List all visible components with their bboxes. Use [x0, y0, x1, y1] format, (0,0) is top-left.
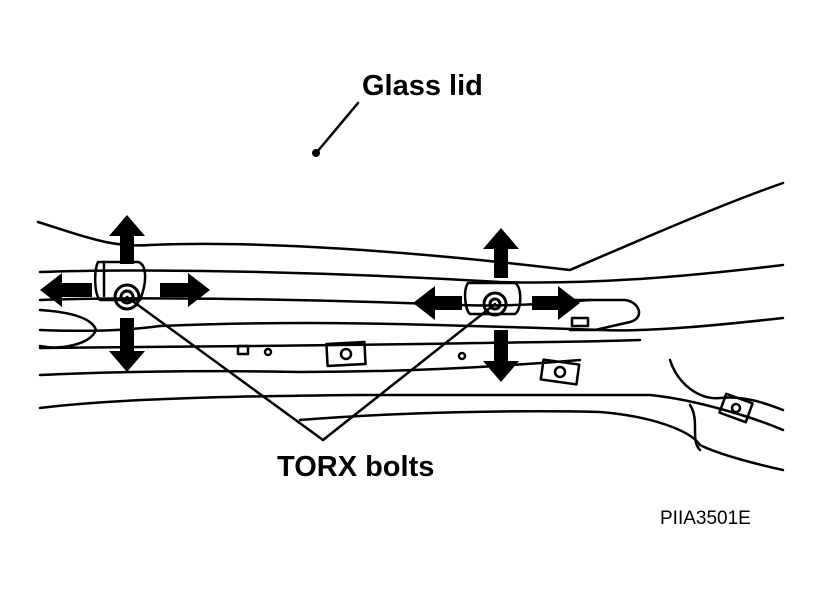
- rail-lower-edge: [38, 316, 785, 333]
- left-bracket-lower: [38, 308, 98, 349]
- arrow-down-icon: [109, 318, 145, 372]
- clip-2: [539, 358, 581, 386]
- glass-lid-front-edge: [38, 263, 785, 284]
- deflector-slot: [570, 316, 590, 328]
- glass-lid-label: Glass lid: [362, 70, 483, 102]
- arrow-down-icon: [483, 330, 519, 382]
- arrow-up-icon: [483, 228, 519, 278]
- left-torx-bolt: [113, 283, 141, 311]
- frame-right-curve: [668, 358, 785, 412]
- rail-bottom-line: [38, 338, 642, 350]
- glass-lid-upper-edge: [36, 181, 785, 272]
- clip-2-bolt: [553, 365, 567, 379]
- glass-lid-leader: [315, 101, 360, 154]
- arrow-right-icon: [160, 273, 210, 307]
- arrow-left-icon: [413, 286, 462, 320]
- arrow-up-icon: [109, 215, 145, 264]
- frame-edge-2: [38, 393, 785, 432]
- clip-3-bolt: [730, 402, 742, 414]
- right-torx-bolt: [482, 291, 508, 317]
- clip-5-hole: [457, 351, 467, 361]
- deflector-plate: [568, 298, 641, 332]
- frame-bottom: [298, 410, 785, 472]
- clip-4: [236, 344, 250, 356]
- torx-leader-left: [125, 295, 325, 442]
- clip-1-bolt: [339, 347, 353, 361]
- clip-4-hole: [263, 347, 273, 357]
- torx-bolts-label: TORX bolts: [277, 451, 435, 483]
- right-bracket: [463, 281, 522, 316]
- arrow-left-icon: [40, 273, 92, 307]
- clip-1: [325, 340, 367, 368]
- figure-code: PIIA3501E: [660, 508, 751, 529]
- clip-3: [718, 392, 754, 424]
- glass-lid-pointer-dot: [312, 149, 320, 157]
- arrow-right-icon: [532, 286, 580, 320]
- frame-right-lower: [688, 403, 702, 452]
- torx-leader-right: [321, 302, 497, 442]
